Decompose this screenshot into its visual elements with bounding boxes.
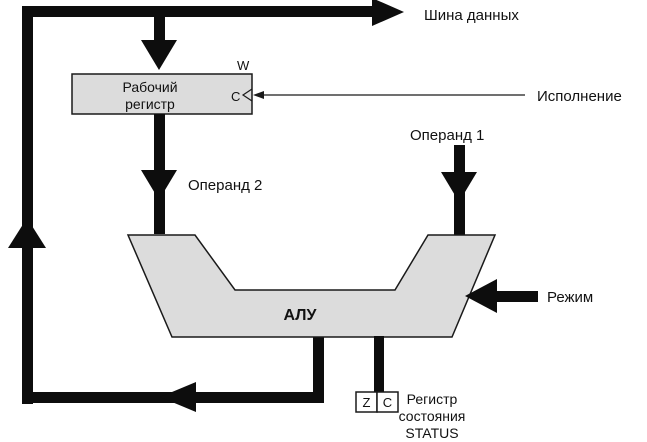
register-c-label: C <box>231 89 240 104</box>
status-register-label-line3: STATUS <box>405 425 458 441</box>
bus-to-register-line <box>154 6 165 42</box>
feedback-bus-vertical <box>22 6 33 404</box>
working-register: Рабочий регистр W C <box>71 58 253 115</box>
flag-c-label: C <box>383 395 392 410</box>
alu-label: АЛУ <box>284 307 318 324</box>
status-register-label-line1: Регистр <box>407 391 458 407</box>
working-register-label-line2: регистр <box>125 96 175 112</box>
register-w-label: W <box>237 58 250 73</box>
status-register-label-line2: состояния <box>399 408 466 424</box>
operand-1-label: Операнд 1 <box>410 127 484 144</box>
data-bus-arrowhead <box>372 0 404 26</box>
feedback-bus-left-arrowhead <box>160 382 196 412</box>
mode-arrowhead <box>465 279 497 313</box>
alu: АЛУ <box>126 234 497 338</box>
flag-z-label: Z <box>363 395 371 410</box>
status-register-flags: Z C <box>355 391 399 413</box>
operand-2-path <box>141 114 177 234</box>
feedback-bus-up-arrowhead <box>8 218 46 248</box>
bus-to-register <box>141 6 177 70</box>
operand-1-arrowhead <box>441 172 477 202</box>
feedback-bus <box>8 6 324 412</box>
mode-label: Режим <box>547 289 593 306</box>
clock-input-marker <box>241 88 253 102</box>
execution-label: Исполнение <box>537 88 622 105</box>
execution-arrowhead <box>253 91 264 99</box>
data-bus-line <box>27 6 377 17</box>
operand-2-arrowhead <box>141 170 177 200</box>
alu-shape <box>126 234 497 338</box>
flag-c-box <box>376 391 399 413</box>
mode-line <box>490 291 538 302</box>
alu-output-line <box>313 336 324 403</box>
data-bus-label: Шина данных <box>424 7 519 24</box>
working-register-label-line1: Рабочий <box>122 79 177 95</box>
working-register-box <box>71 73 253 115</box>
bus-to-register-arrowhead <box>141 40 177 70</box>
alu-to-status-line <box>374 336 384 392</box>
operand-2-label: Операнд 2 <box>188 177 262 194</box>
mode-path <box>465 279 538 313</box>
operand-1-path <box>441 145 477 235</box>
data-bus <box>27 0 404 26</box>
